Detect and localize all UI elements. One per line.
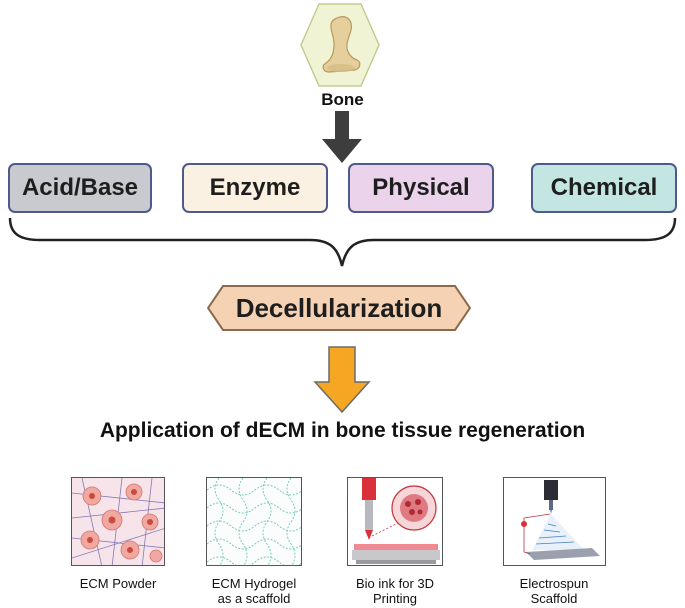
method-label: Acid/Base (21, 174, 139, 201)
down-arrow-icon (322, 111, 362, 163)
caption-line: Electrospun (519, 576, 589, 591)
decellularization-box: Decellularization (207, 285, 471, 331)
electrospun-caption: Electrospun Scaffold (494, 576, 614, 606)
curly-brace (8, 217, 677, 267)
method-chemical: Chemical (531, 163, 677, 213)
method-label: Chemical (550, 174, 658, 201)
method-physical: Physical (348, 163, 494, 213)
caption-line: Scaffold (530, 591, 578, 606)
caption-line: Printing (372, 591, 418, 606)
bioink-caption: Bio ink for 3D Printing (335, 576, 455, 606)
caption-line: Bio ink for 3D (355, 576, 435, 591)
method-enzyme: Enzyme (182, 163, 328, 213)
electrospun-scaffold-image (503, 477, 606, 566)
ecm-hydrogel-image (206, 477, 302, 566)
application-title: Application of dECM in bone tissue regen… (99, 419, 586, 442)
caption-line: as a scaffold (217, 591, 291, 606)
ecm-powder-caption: ECM Powder (58, 576, 178, 591)
bioink-3d-printing-image (347, 477, 443, 566)
method-label: Enzyme (209, 174, 301, 201)
caption-line: ECM Hydrogel (211, 576, 297, 591)
ecm-hydrogel-caption: ECM Hydrogel as a scaffold (194, 576, 314, 606)
method-acid-base: Acid/Base (8, 163, 152, 213)
method-label: Physical (372, 174, 470, 201)
ecm-powder-image (71, 477, 165, 566)
bone-icon (300, 3, 380, 87)
decellularization-label: Decellularization (235, 292, 443, 323)
bone-label: Bone (321, 90, 364, 109)
caption-line: ECM Powder (79, 576, 157, 591)
orange-arrow-icon (313, 346, 371, 414)
